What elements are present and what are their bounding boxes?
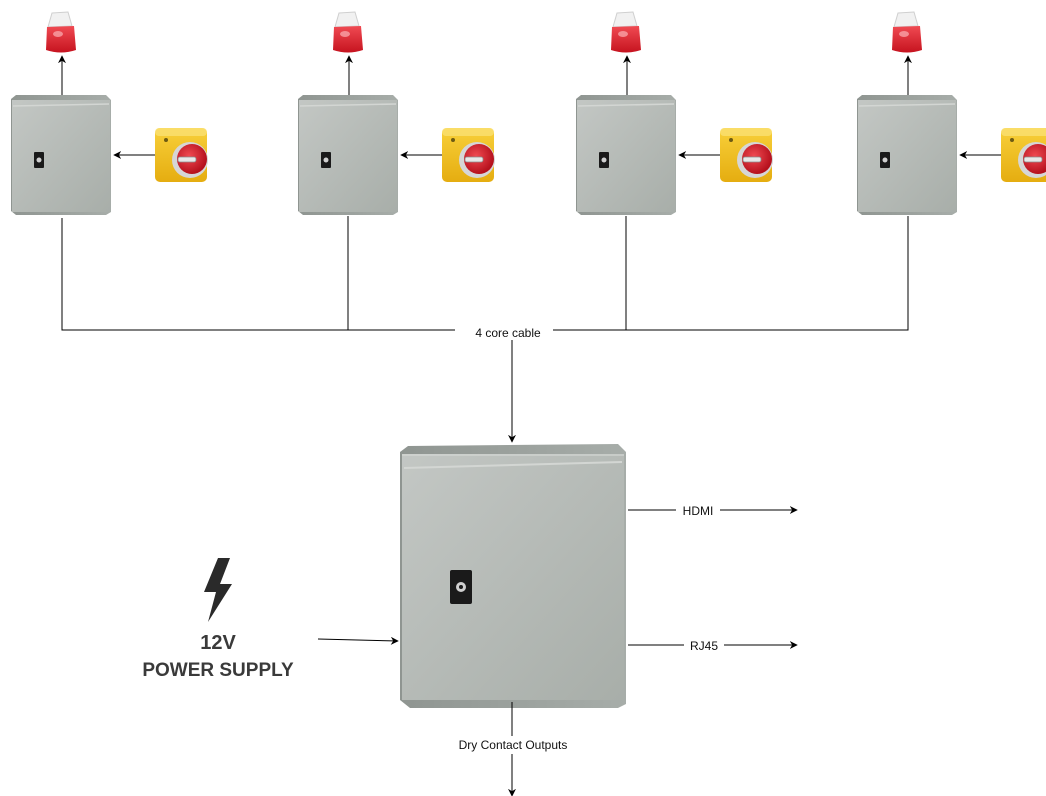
emergency-stop-keyswitch-icon (442, 128, 495, 182)
electrical-enclosure-icon (576, 95, 676, 215)
lightning-bolt-icon (204, 558, 232, 622)
power-supply: 12V POWER SUPPLY (142, 558, 399, 681)
bus-line-right (553, 216, 909, 331)
bus-cable-label: 4 core cable (475, 326, 541, 340)
power-supply-label: POWER SUPPLY (142, 660, 294, 681)
station-2 (298, 11, 495, 215)
strobe-siren-icon (611, 11, 641, 53)
station-4 (857, 11, 1046, 215)
electrical-enclosure-icon (298, 95, 398, 215)
electrical-enclosure-icon (11, 95, 111, 215)
strobe-siren-icon (46, 11, 76, 53)
strobe-siren-icon (892, 11, 922, 53)
electrical-enclosure-icon (857, 95, 957, 215)
emergency-stop-keyswitch-icon (1001, 128, 1046, 182)
station-3 (576, 11, 773, 215)
cable-bus (61, 216, 909, 443)
bus-line-left (61, 218, 455, 331)
emergency-stop-keyswitch-icon (155, 128, 208, 182)
station-1 (11, 11, 208, 215)
hdmi-label: HDMI (683, 504, 714, 518)
stations-layer (11, 11, 1046, 215)
strobe-siren-icon (333, 11, 363, 53)
dry-contact-label: Dry Contact Outputs (459, 738, 568, 752)
main-control-enclosure (400, 444, 626, 708)
rj45-label: RJ45 (690, 639, 718, 653)
emergency-stop-keyswitch-icon (720, 128, 773, 182)
power-voltage-label: 12V (200, 632, 236, 654)
power-arrow (317, 636, 399, 645)
